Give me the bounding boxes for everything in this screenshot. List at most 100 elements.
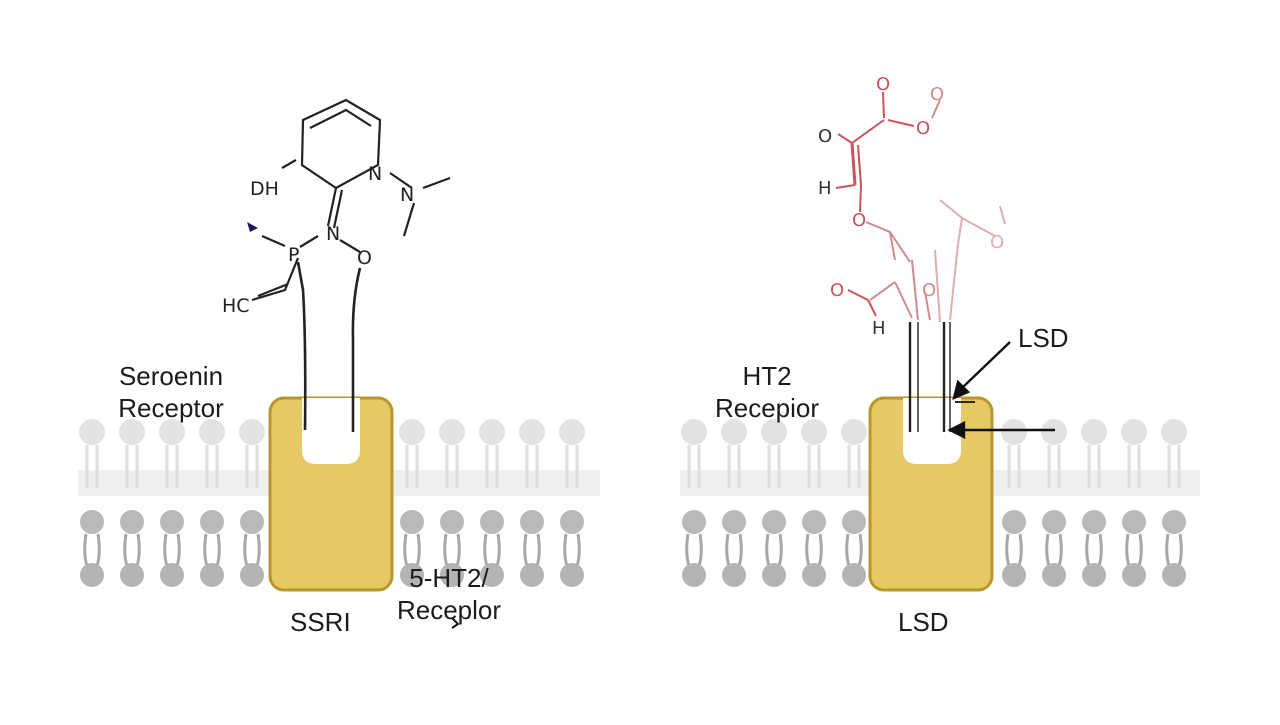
lipid-head	[80, 510, 104, 534]
lipid-head	[802, 510, 826, 534]
lipid-tail	[83, 533, 101, 567]
lipid-head	[440, 563, 464, 587]
lipid-tail	[1087, 445, 1101, 488]
lipid-tail	[405, 445, 419, 488]
lipid-tail	[847, 445, 861, 488]
lipid-tail	[805, 533, 823, 567]
lipid-head	[159, 419, 185, 445]
lipid-head	[841, 419, 867, 445]
lipid-head	[480, 510, 504, 534]
lipid-head	[200, 563, 224, 587]
lsd-molecule	[835, 91, 1006, 432]
lipid-head	[440, 510, 464, 534]
lipid-head	[399, 419, 425, 445]
lipid-tail	[1007, 445, 1021, 488]
lipid-head	[1161, 419, 1187, 445]
receptor-right	[868, 396, 994, 592]
atom-label: P	[288, 244, 299, 266]
atom-label: H	[818, 178, 832, 199]
ssri-molecule	[251, 98, 451, 432]
lipid-tail	[125, 445, 139, 488]
lipid-head	[400, 510, 424, 534]
ssri-atom-labels: DH N N P N O HC	[222, 163, 414, 317]
lipid-head	[480, 563, 504, 587]
lipid-tail	[1165, 533, 1183, 567]
atom-label: HC	[222, 295, 250, 317]
lipid-head	[1001, 419, 1027, 445]
lipid-head	[199, 419, 225, 445]
atom-label: O	[357, 247, 372, 269]
tick-mark	[451, 617, 460, 629]
lipid-tail	[687, 445, 701, 488]
lipid-tail	[123, 533, 141, 567]
atom-label: N	[326, 223, 340, 245]
lipid-tail	[205, 445, 219, 488]
lipid-head	[520, 510, 544, 534]
lipid-tail	[165, 445, 179, 488]
lipid-tail	[727, 445, 741, 488]
lipid-head	[762, 510, 786, 534]
lipid-tail	[1085, 533, 1103, 567]
lipid-tail	[1047, 445, 1061, 488]
atom-label: N	[400, 184, 414, 206]
lipid-head	[842, 510, 866, 534]
5ht2-receptor-label: 5-HT2/ Receplor	[374, 562, 524, 626]
lipid-tail	[725, 533, 743, 567]
lipid-tail	[203, 533, 221, 567]
membrane-left	[78, 419, 600, 587]
wedge-mark	[247, 222, 258, 232]
lipid-head	[1162, 563, 1186, 587]
lipid-head	[721, 419, 747, 445]
atom-label: O	[916, 118, 930, 139]
lipid-head	[1042, 510, 1066, 534]
lipid-tail	[1167, 445, 1181, 488]
receptor-label-line1: HT2	[742, 361, 792, 391]
lipid-tail	[685, 533, 703, 567]
lipid-head	[801, 419, 827, 445]
lipid-tail	[845, 533, 863, 567]
lsd-atom-labels: O O O O H O O O O H	[818, 74, 1004, 339]
lipid-head	[1082, 510, 1106, 534]
lipid-head	[560, 563, 584, 587]
lipid-head	[79, 419, 105, 445]
ht2-receptor-label: HT2 Recepior	[694, 360, 840, 424]
lipid-head	[762, 563, 786, 587]
lipid-head	[240, 563, 264, 587]
lipid-head	[682, 563, 706, 587]
lipid-head	[1121, 419, 1147, 445]
lsd-label: LSD	[898, 607, 949, 637]
lipid-tail	[525, 445, 539, 488]
atom-label: O	[818, 126, 832, 147]
lipid-head	[120, 510, 144, 534]
lipid-head	[519, 419, 545, 445]
lipid-tail	[403, 533, 421, 567]
lipid-head	[1002, 510, 1026, 534]
lipid-tail	[767, 445, 781, 488]
lipid-head	[120, 563, 144, 587]
lipid-tail	[765, 533, 783, 567]
lipid-head	[842, 563, 866, 587]
lipid-tail	[1005, 533, 1023, 567]
atom-label: O	[990, 232, 1004, 253]
lipid-tail	[243, 533, 261, 567]
lipid-tail	[485, 445, 499, 488]
atom-label: O	[930, 84, 944, 105]
atom-label: O	[876, 74, 890, 95]
atom-label: N	[368, 163, 382, 185]
lipid-head	[160, 510, 184, 534]
lipid-head	[1042, 563, 1066, 587]
lipid-head	[1041, 419, 1067, 445]
lipid-tail	[563, 533, 581, 567]
atom-label: O	[830, 280, 844, 301]
lipid-head	[1082, 563, 1106, 587]
receptor-label-line2: Recepior	[714, 393, 820, 423]
lipid-head	[1162, 510, 1186, 534]
lipid-head	[722, 563, 746, 587]
lipid-head	[439, 419, 465, 445]
lipid-head	[560, 510, 584, 534]
lipid-head	[240, 510, 264, 534]
atom-label: H	[872, 318, 886, 339]
lipid-head	[160, 563, 184, 587]
lipid-head	[400, 563, 424, 587]
